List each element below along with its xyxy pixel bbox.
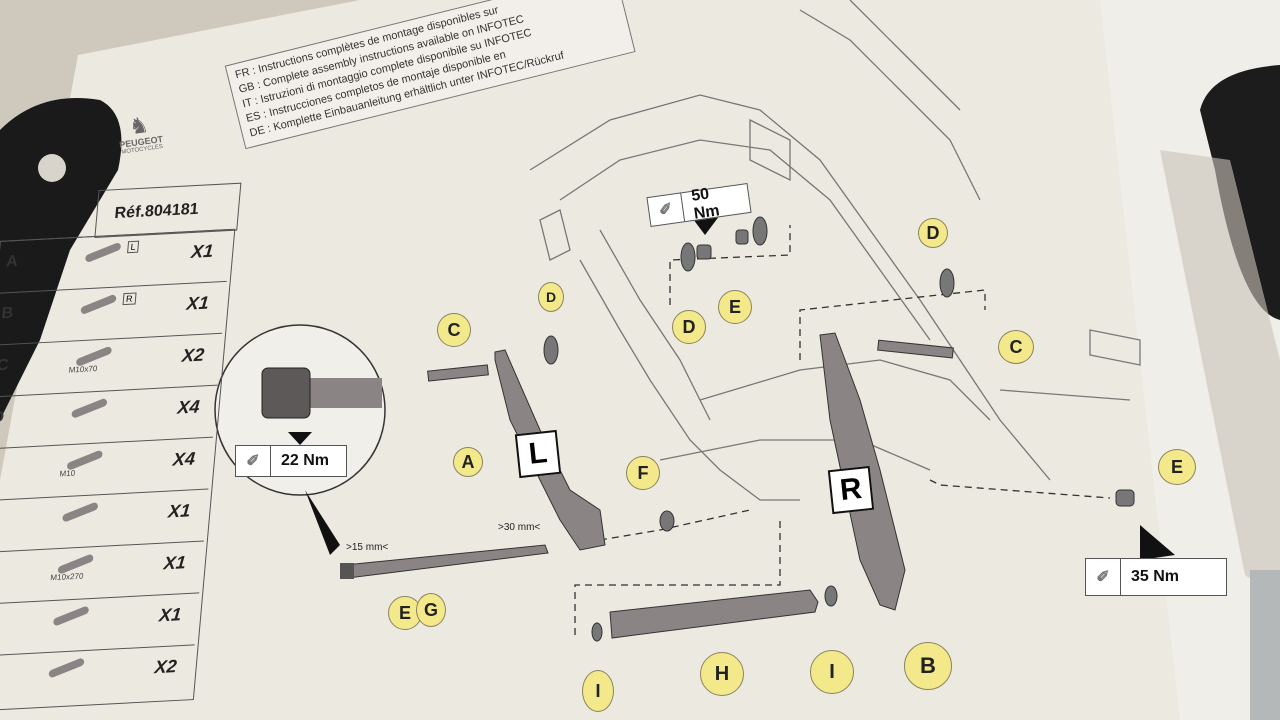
part-illustration bbox=[47, 657, 86, 679]
torque-35-value: 35 Nm bbox=[1131, 568, 1180, 585]
part-illustration bbox=[52, 605, 90, 627]
part-letter: D bbox=[0, 408, 5, 427]
tube-h bbox=[609, 589, 819, 639]
part-spec: M10 bbox=[59, 468, 76, 479]
wrench-icon: ✐ bbox=[1086, 559, 1121, 595]
label-h: H bbox=[700, 652, 744, 696]
part-qty: X1 bbox=[162, 552, 187, 574]
label-e-right: E bbox=[1158, 449, 1196, 485]
label-d-left: D bbox=[538, 282, 564, 312]
torque-label-22: ✐ 22 Nm bbox=[235, 445, 347, 477]
black-bracket-left bbox=[0, 98, 122, 420]
part-letter: B bbox=[0, 304, 14, 323]
part-qty: X2 bbox=[153, 656, 178, 678]
measure-15: >15 mm< bbox=[346, 542, 389, 553]
label-c-right: C bbox=[998, 330, 1034, 364]
part-qty: X1 bbox=[185, 292, 210, 314]
part-spec: M10x70 bbox=[68, 364, 98, 375]
rod-g-end bbox=[340, 563, 354, 579]
washers bbox=[543, 216, 1135, 642]
label-i-left: I bbox=[582, 670, 614, 712]
part-qty: X2 bbox=[181, 344, 206, 366]
bolt-c-right bbox=[877, 339, 954, 359]
tag-left: L bbox=[514, 429, 562, 479]
part-qty: X1 bbox=[158, 604, 183, 626]
wrench-icon: ✐ bbox=[647, 193, 685, 226]
callout-pointer bbox=[305, 490, 340, 555]
tube-shadow bbox=[1160, 150, 1280, 600]
part-illustration bbox=[84, 241, 122, 264]
label-b: B bbox=[904, 642, 952, 690]
label-a: A bbox=[453, 447, 483, 477]
callout-arrow bbox=[288, 432, 312, 445]
part-qty: X4 bbox=[176, 396, 201, 418]
bolt-c-left bbox=[427, 364, 489, 382]
part-illustration bbox=[66, 449, 104, 471]
black-tube-right bbox=[1200, 65, 1280, 320]
part-letter: C bbox=[0, 356, 10, 375]
part-mark: L bbox=[127, 240, 140, 254]
bracket-hole bbox=[38, 154, 66, 182]
brand-logo: ♞ PEUGEOT MOTOCYCLES bbox=[116, 112, 165, 156]
part-qty: X1 bbox=[190, 240, 215, 262]
part-illustration bbox=[79, 293, 118, 316]
label-d-right: D bbox=[918, 218, 948, 248]
assembly-dash-lines bbox=[574, 225, 1111, 635]
label-g: G bbox=[416, 593, 446, 627]
tag-right: R bbox=[827, 465, 875, 515]
label-f: F bbox=[626, 456, 660, 490]
part-mark: R bbox=[122, 292, 137, 306]
part-qty: X1 bbox=[167, 500, 192, 522]
label-e-top: E bbox=[718, 290, 752, 324]
paper-highlight bbox=[700, 0, 1280, 720]
metal-bolt bbox=[1250, 570, 1280, 720]
part-qty: X4 bbox=[172, 448, 196, 470]
torque-label-35: ✐ 35 Nm bbox=[1085, 558, 1227, 596]
callout-nut bbox=[261, 367, 311, 419]
wrench-icon: ✐ bbox=[236, 446, 271, 476]
label-i-right: I bbox=[810, 650, 854, 694]
measure-30: >30 mm< bbox=[498, 522, 541, 533]
part-letter: A bbox=[5, 252, 19, 271]
part-spec: M10x270 bbox=[49, 571, 84, 583]
label-c-left: C bbox=[437, 313, 471, 347]
torque-35-pointer bbox=[1140, 525, 1175, 560]
part-illustration bbox=[61, 501, 99, 523]
part-illustration bbox=[70, 397, 108, 419]
torque-22-value: 22 Nm bbox=[281, 452, 330, 469]
callout-rod bbox=[300, 378, 382, 408]
label-d-center: D bbox=[672, 310, 706, 344]
frame-sketch bbox=[529, 0, 1141, 501]
